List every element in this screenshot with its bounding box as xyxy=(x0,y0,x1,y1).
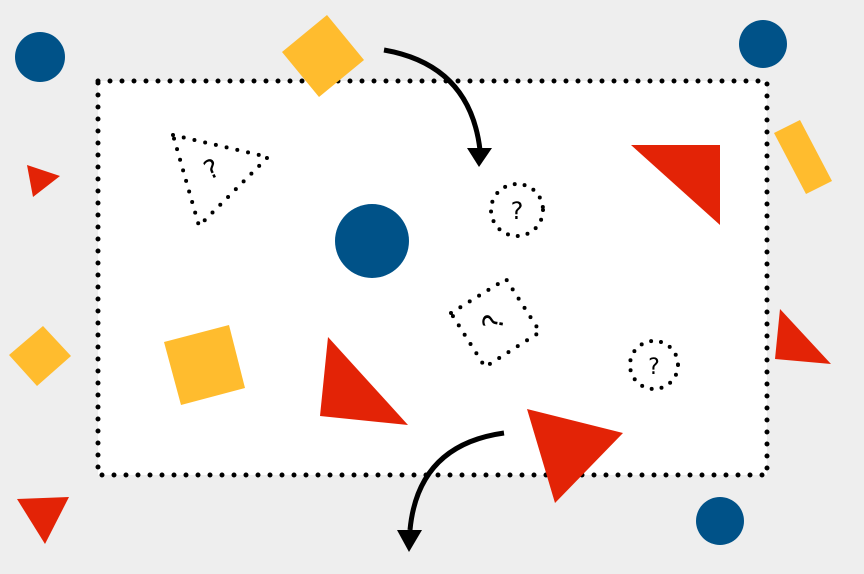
blue-circle-top-right xyxy=(739,20,787,68)
blue-circle-center xyxy=(335,204,409,278)
dotted-region xyxy=(95,78,770,478)
unknown-circle-small: ? xyxy=(628,339,680,391)
unknown-circle: ? xyxy=(489,182,545,238)
red-triangle-top-right xyxy=(631,145,720,225)
yellow-square-left xyxy=(9,326,71,386)
svg-text:?: ? xyxy=(511,197,524,225)
blue-circle-bottom-right xyxy=(696,497,744,545)
unknown-square: ? xyxy=(448,276,543,370)
yellow-rectangle-right xyxy=(774,120,832,194)
red-triangle-left xyxy=(27,165,60,197)
yellow-square-center-left xyxy=(164,325,245,405)
svg-text:?: ? xyxy=(648,355,660,380)
svg-text:?: ? xyxy=(476,312,511,332)
red-triangle-center xyxy=(320,337,408,425)
arrow-out-of-region xyxy=(397,430,505,552)
red-triangle-boundary xyxy=(527,409,623,503)
arrow-into-region xyxy=(383,47,492,167)
red-triangle-bottom-left xyxy=(17,497,69,544)
blue-circle-top-left xyxy=(15,32,65,82)
red-triangle-right xyxy=(775,309,831,364)
yellow-square-top xyxy=(282,15,364,97)
